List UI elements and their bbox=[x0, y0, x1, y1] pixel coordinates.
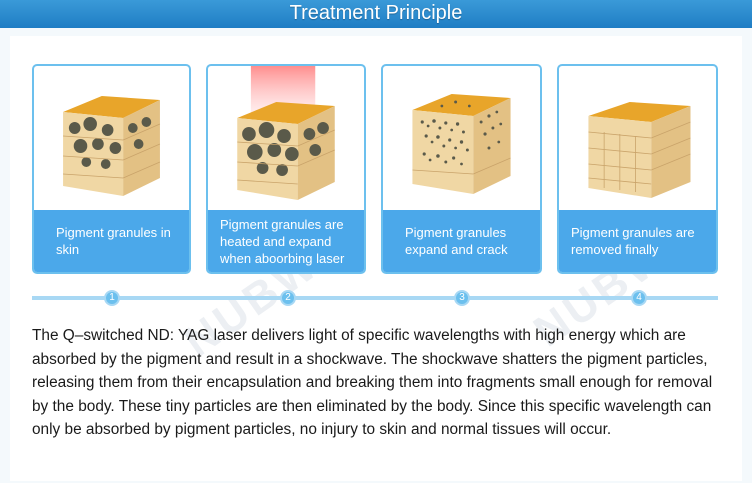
card-caption: Pigment granules in skin bbox=[34, 210, 189, 272]
description-paragraph: The Q–switched ND: YAG laser delivers li… bbox=[32, 327, 713, 438]
skin-cube-heated-illustration bbox=[208, 66, 364, 210]
card-caption: Pigment granules are removed finally bbox=[559, 210, 716, 272]
card-caption: Pigment granules expand and crack bbox=[383, 210, 540, 272]
caption-text: Pigment granules in skin bbox=[56, 225, 171, 257]
card-heated-expand: Pigment granules are heated and expand w… bbox=[206, 64, 366, 274]
skin-cube-clear bbox=[588, 102, 691, 198]
page-title: Treatment Principle bbox=[289, 2, 463, 24]
caption-text: Pigment granules are heated and expand w… bbox=[220, 216, 345, 266]
caption-text: Pigment granules expand and crack bbox=[405, 225, 508, 257]
step-dot-4: 4 bbox=[631, 290, 647, 306]
header-bar bbox=[0, 0, 752, 28]
card-removed-finally: Pigment granules are removed finally bbox=[557, 64, 718, 274]
card-pigment-in-skin: Pigment granules in skin bbox=[32, 64, 191, 274]
card-expand-crack: Pigment granules expand and crack bbox=[381, 64, 542, 274]
skin-cube-granules-illustration bbox=[34, 66, 189, 210]
skin-cube-heated bbox=[237, 66, 335, 200]
caption-text: Pigment granules are removed finally bbox=[571, 225, 695, 257]
card-caption: Pigment granules are heated and expand w… bbox=[208, 210, 364, 272]
step-dot-1: 1 bbox=[104, 290, 120, 306]
step-timeline bbox=[32, 296, 718, 300]
step-dot-2: 2 bbox=[280, 290, 296, 306]
skin-cube-granules bbox=[63, 96, 161, 196]
skin-cube-cracked bbox=[412, 94, 511, 194]
skin-cube-cracked-illustration bbox=[383, 66, 540, 210]
skin-cube-clear-illustration bbox=[559, 66, 716, 210]
step-dot-3: 3 bbox=[454, 290, 470, 306]
